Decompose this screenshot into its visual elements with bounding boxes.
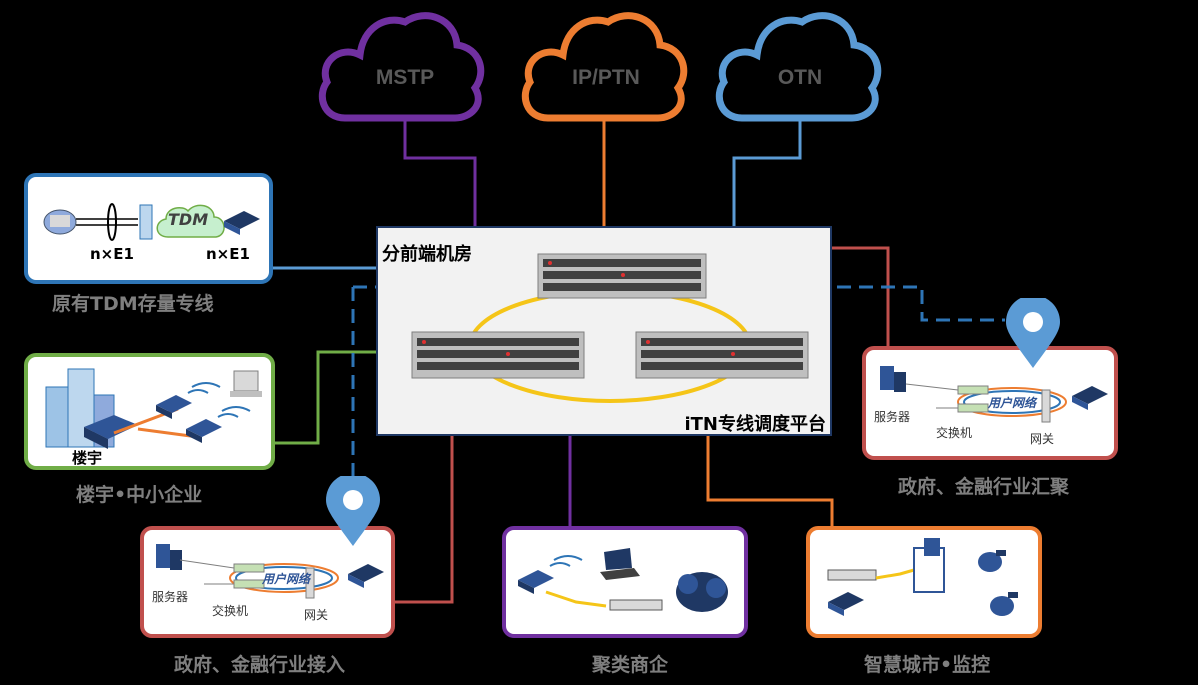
location-pin-icon-left — [326, 476, 380, 546]
switch-icon — [827, 569, 877, 581]
building-link — [275, 350, 378, 445]
server-icon — [880, 366, 906, 392]
gov-access-user-net: 用户网络 — [262, 572, 311, 586]
gov-access-link — [395, 436, 454, 604]
router-icon — [828, 592, 864, 616]
otn-link — [732, 118, 802, 227]
building-caption: 楼宇•中小企业 — [76, 484, 203, 506]
network-device-left — [411, 331, 585, 379]
otn-cloud: OTN — [716, 12, 882, 122]
camera-icon-1 — [978, 550, 1006, 572]
router-icon-tdm — [224, 211, 260, 235]
gov-agg-user-net: 用户网络 — [988, 396, 1037, 410]
wifi-router-icon — [518, 555, 583, 594]
tdm-cloud-label: TDM — [168, 210, 209, 229]
dashed-path-top — [353, 285, 1005, 322]
building-inner-label: 楼宇 — [72, 449, 103, 467]
switch-icon — [233, 563, 265, 589]
center-platform-box: 分前端机房 iTN专线调度平台 — [376, 226, 832, 436]
gov-agg-switch: 交换机 — [936, 426, 973, 440]
wifi-router-icon-1 — [156, 382, 221, 419]
switch-icon — [609, 599, 663, 611]
mstp-label: MSTP — [376, 66, 434, 89]
gov-agg-server: 服务器 — [874, 410, 911, 424]
gateway-device-icon — [84, 415, 138, 449]
tdm-panel: TDM n×E1 n×E1 — [24, 173, 273, 284]
gov-agg-gateway: 网关 — [1030, 432, 1055, 446]
tdm-caption: 原有TDM存量专线 — [52, 293, 214, 315]
gov-access-caption: 政府、金融行业接入 — [174, 654, 346, 676]
location-pin-icon-right — [1006, 298, 1060, 368]
otn-label: OTN — [778, 66, 822, 89]
gov-agg-graphics — [880, 366, 1108, 423]
cable-loop-icon — [107, 203, 117, 241]
smart-city-caption: 智慧城市•监控 — [864, 654, 991, 676]
ip-ptn-cloud: IP/PTN — [522, 12, 688, 122]
building-panel: 楼宇 — [24, 353, 275, 470]
mstp-cloud: MSTP — [319, 12, 485, 122]
building-icon — [913, 538, 945, 593]
ip-ptn-label: IP/PTN — [572, 66, 640, 89]
gateway-icon — [305, 567, 315, 599]
gov-access-gateway: 网关 — [304, 608, 329, 622]
gateway-icon — [1041, 389, 1051, 423]
switch-icon — [957, 385, 989, 413]
commercial-panel — [502, 526, 748, 638]
building-graphics — [45, 368, 262, 449]
data-center-icon — [676, 572, 728, 612]
right-e1-label: n×E1 — [206, 245, 250, 263]
left-e1-label: n×E1 — [90, 245, 134, 263]
server-icon — [156, 544, 182, 570]
gov-agg-panel: 用户网络 服务器 交换机 网关 — [862, 346, 1118, 460]
smart-city-panel — [806, 526, 1042, 638]
camera-icon-2 — [990, 592, 1018, 616]
gov-agg-link — [832, 246, 890, 350]
network-device-top — [537, 253, 707, 299]
computer-icon — [230, 370, 262, 397]
tdm-cloud-icon — [156, 204, 225, 238]
gov-access-server: 服务器 — [152, 590, 189, 604]
smart-city-link — [706, 436, 834, 528]
room-label: 分前端机房 — [382, 244, 472, 265]
router-icon — [348, 564, 384, 588]
gov-agg-caption: 政府、金融行业汇聚 — [898, 476, 1070, 498]
platform-graphics — [411, 253, 809, 403]
gov-access-graphics — [156, 544, 384, 599]
converter-icon — [139, 204, 153, 240]
commercial-graphics — [518, 548, 728, 612]
network-device-right — [635, 331, 809, 379]
commercial-caption: 聚类商企 — [592, 654, 669, 676]
platform-label: iTN专线调度平台 — [684, 414, 826, 435]
tdm-graphics — [43, 203, 260, 241]
gov-access-switch: 交换机 — [212, 604, 249, 618]
wifi-router-icon-2 — [186, 406, 251, 443]
laptop-icon — [600, 548, 640, 580]
router-icon — [1072, 386, 1108, 410]
telephone-icon — [43, 209, 77, 235]
smart-city-graphics — [827, 538, 1018, 616]
mstp-link — [403, 118, 477, 227]
